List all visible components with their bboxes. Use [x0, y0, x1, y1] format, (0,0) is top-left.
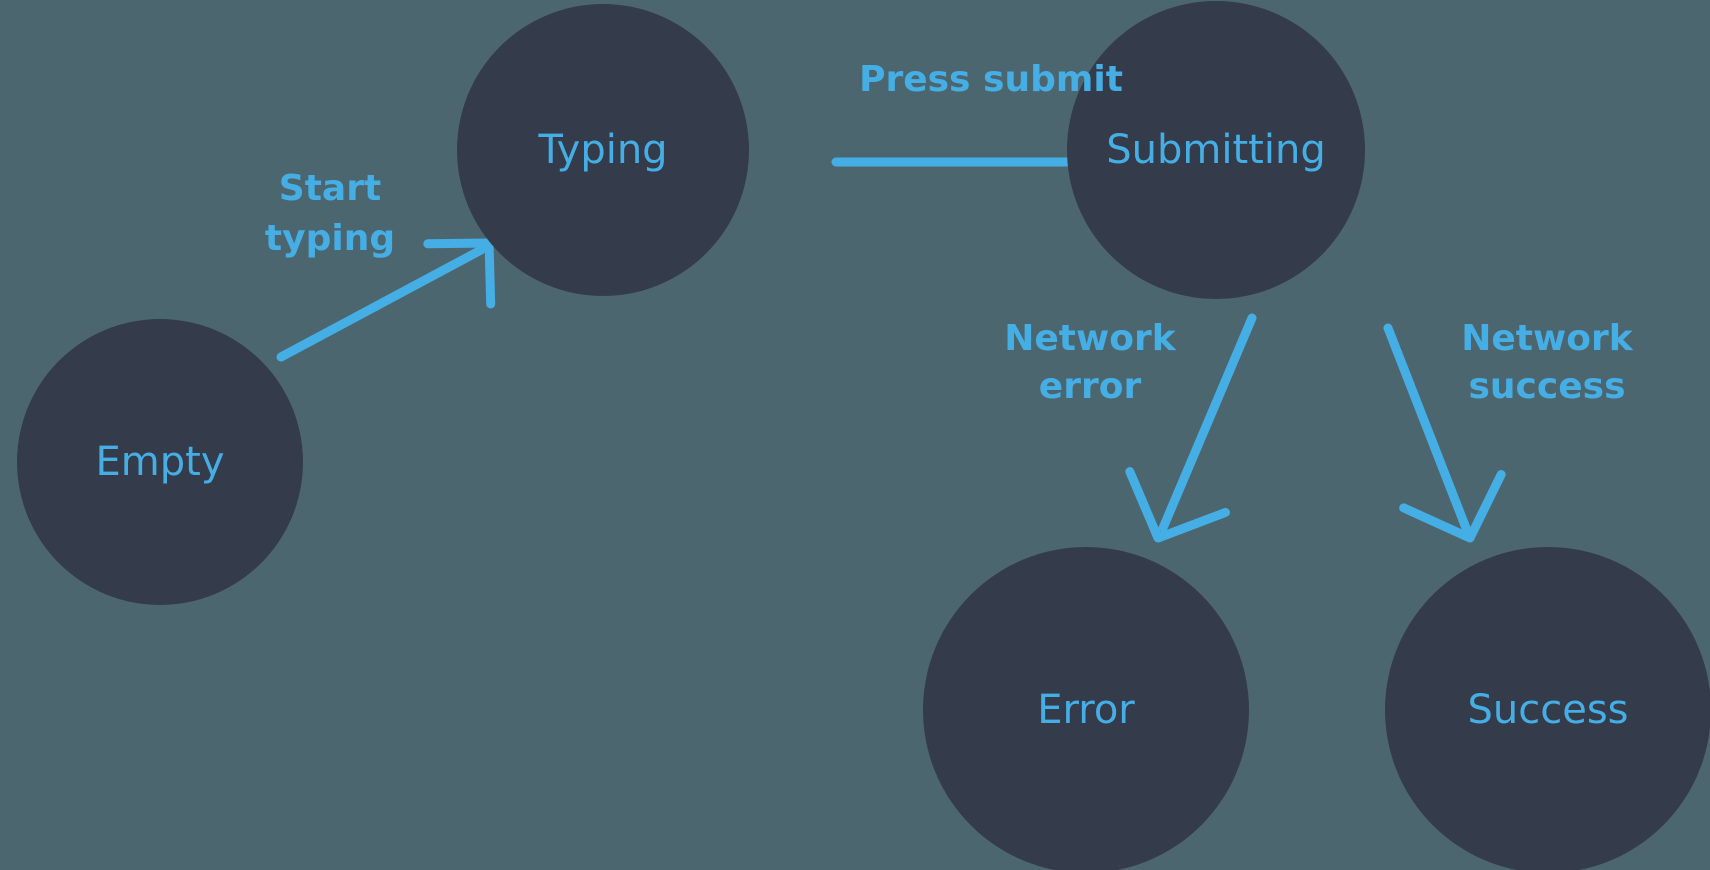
state-label-success: Success	[1467, 687, 1628, 733]
state-circle-submitting	[1067, 1, 1365, 299]
transition-start-typing-arrowhead	[423, 238, 496, 309]
transition-label-start-typing: Start typing	[265, 168, 395, 259]
state-node-submitting[interactable]: Submitting	[1067, 1, 1365, 299]
state-circle-empty	[17, 319, 303, 605]
transition-label-network-success-line-1: Network	[1461, 318, 1633, 359]
transition-label-network-error: Network error	[1004, 318, 1176, 407]
state-node-empty[interactable]: Empty	[17, 319, 303, 605]
transition-label-network-success: Network success	[1461, 318, 1633, 407]
state-circle-success	[1385, 547, 1710, 870]
transition-start-typing[interactable]	[276, 231, 501, 362]
states-layer: Empty Typing Submitting Error Success	[17, 1, 1710, 870]
transition-label-network-error-line-1: Network	[1004, 318, 1176, 359]
transition-label-press-submit-line-1: Press submit	[859, 59, 1123, 100]
transition-network-error[interactable]	[1111, 313, 1257, 558]
state-label-empty: Empty	[96, 439, 225, 485]
transition-label-network-success-line-2: success	[1468, 366, 1625, 407]
transition-label-press-submit: Press submit	[859, 59, 1123, 100]
transition-network-success-arrowhead	[1399, 470, 1506, 543]
transitions-layer	[276, 119, 1518, 558]
transition-network-error-arrowhead	[1125, 467, 1230, 543]
state-node-typing[interactable]: Typing	[457, 4, 749, 296]
transition-network-success-line	[1383, 323, 1471, 533]
state-label-typing: Typing	[537, 127, 667, 173]
state-label-submitting: Submitting	[1106, 127, 1325, 173]
state-circle-typing	[457, 4, 749, 296]
transition-network-error-line	[1158, 313, 1257, 533]
transition-label-network-error-line-2: error	[1039, 366, 1142, 407]
transition-label-start-typing-line-1: Start	[279, 168, 381, 209]
state-node-success[interactable]: Success	[1385, 547, 1710, 870]
transition-label-start-typing-line-2: typing	[265, 218, 395, 259]
transition-network-success[interactable]	[1383, 323, 1518, 556]
state-circle-error	[923, 547, 1249, 870]
state-node-error[interactable]: Error	[923, 547, 1249, 870]
transition-labels-layer: Start typing Press submit Network error …	[265, 59, 1634, 407]
state-label-error: Error	[1037, 687, 1135, 733]
transition-start-typing-line	[276, 245, 486, 362]
